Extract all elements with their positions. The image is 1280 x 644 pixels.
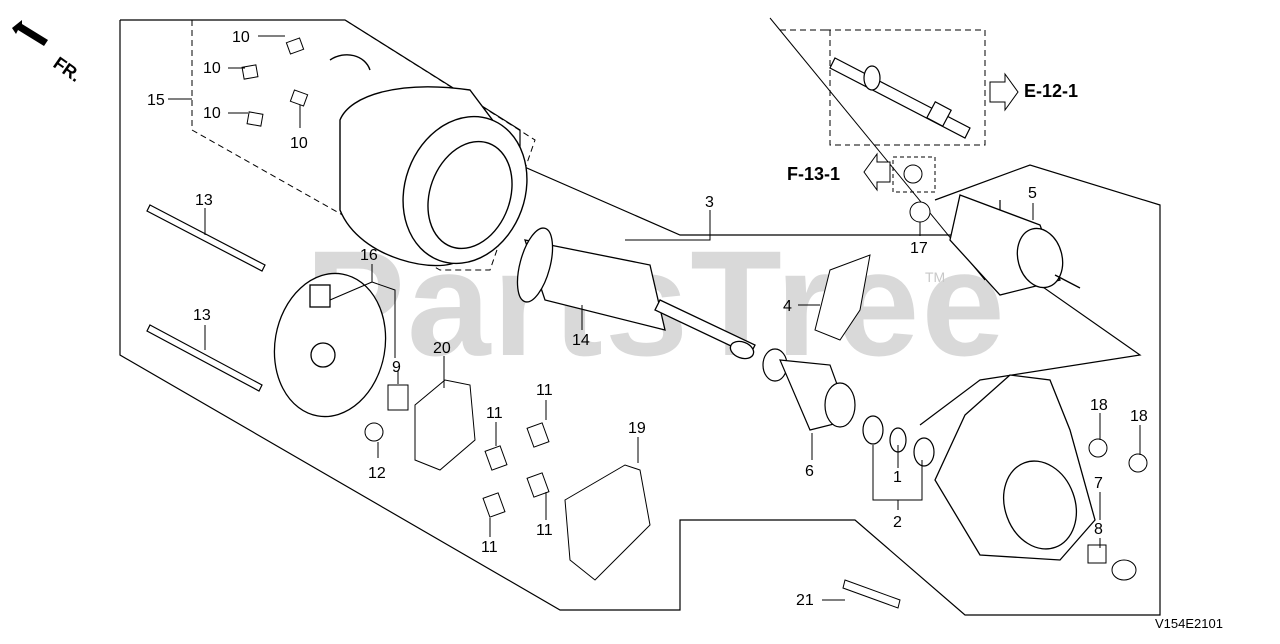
nut-set [903,164,1148,473]
callout-11b[interactable]: 11 [486,405,503,422]
through-bolt [829,57,971,139]
callout-17[interactable]: 17 [910,240,928,257]
callout-10b[interactable]: 10 [203,60,221,77]
bushing [387,384,409,411]
callout-10c[interactable]: 10 [203,105,221,122]
shift-lever [814,254,871,341]
ref-arrow-e12 [989,72,1019,112]
front-direction-label: FR. [50,53,85,86]
callout-10d[interactable]: 10 [290,135,308,152]
ref-arrow-f13 [863,152,891,192]
callout-9[interactable]: 9 [392,359,401,376]
callout-7[interactable]: 7 [1094,475,1103,492]
callout-2[interactable]: 2 [893,514,902,531]
brush-holder-plate [414,379,476,471]
callout-12[interactable]: 12 [368,465,386,482]
callout-11a[interactable]: 11 [536,382,553,399]
brush-group-outline [191,19,536,271]
washer [364,422,384,442]
front-housing [934,374,1096,561]
callout-16[interactable]: 16 [360,247,378,264]
solenoid [949,194,1081,296]
callout-13b[interactable]: 13 [193,307,211,324]
callout-19[interactable]: 19 [628,420,646,437]
callout-11c[interactable]: 11 [536,522,553,539]
long-bolts [146,204,266,392]
callout-5[interactable]: 5 [1028,185,1037,202]
callout-8[interactable]: 8 [1094,521,1103,538]
callout-10a[interactable]: 10 [232,29,250,46]
pinion-clutch [762,348,856,431]
through-bolt-outline [769,17,986,281]
yoke-housing [329,54,528,267]
callout-6[interactable]: 6 [805,463,814,480]
callout-13a[interactable]: 13 [195,192,213,209]
callout-15[interactable]: 15 [147,92,165,109]
callout-18b[interactable]: 18 [1130,408,1148,425]
drawing-code: V154E2101 [1155,616,1223,631]
brush-set [241,37,309,127]
brush-holder-assy [564,464,651,581]
front-direction-arrow: FR. [12,20,85,86]
rear-cover [273,272,387,418]
spring-set [482,422,550,518]
nut-ref-box [892,156,936,193]
callout-21[interactable]: 21 [796,592,814,609]
front-bushing [1087,544,1107,564]
callout-4[interactable]: 4 [783,298,792,315]
callout-14[interactable]: 14 [572,332,590,349]
watermark-tm: TM [925,269,945,285]
callout-20[interactable]: 20 [433,340,451,357]
callout-1[interactable]: 1 [893,469,902,486]
callout-3[interactable]: 3 [705,194,714,211]
leader-lines [168,35,1141,601]
ref-f13-label[interactable]: F-13-1 [787,164,840,184]
dust-cap [1111,559,1137,581]
ref-e12-label[interactable]: E-12-1 [1024,81,1078,101]
armature [516,227,756,360]
callout-18a[interactable]: 18 [1090,397,1108,414]
callout-11d[interactable]: 11 [481,539,498,556]
retaining-rings [862,415,935,467]
flange-bolt [842,579,901,609]
